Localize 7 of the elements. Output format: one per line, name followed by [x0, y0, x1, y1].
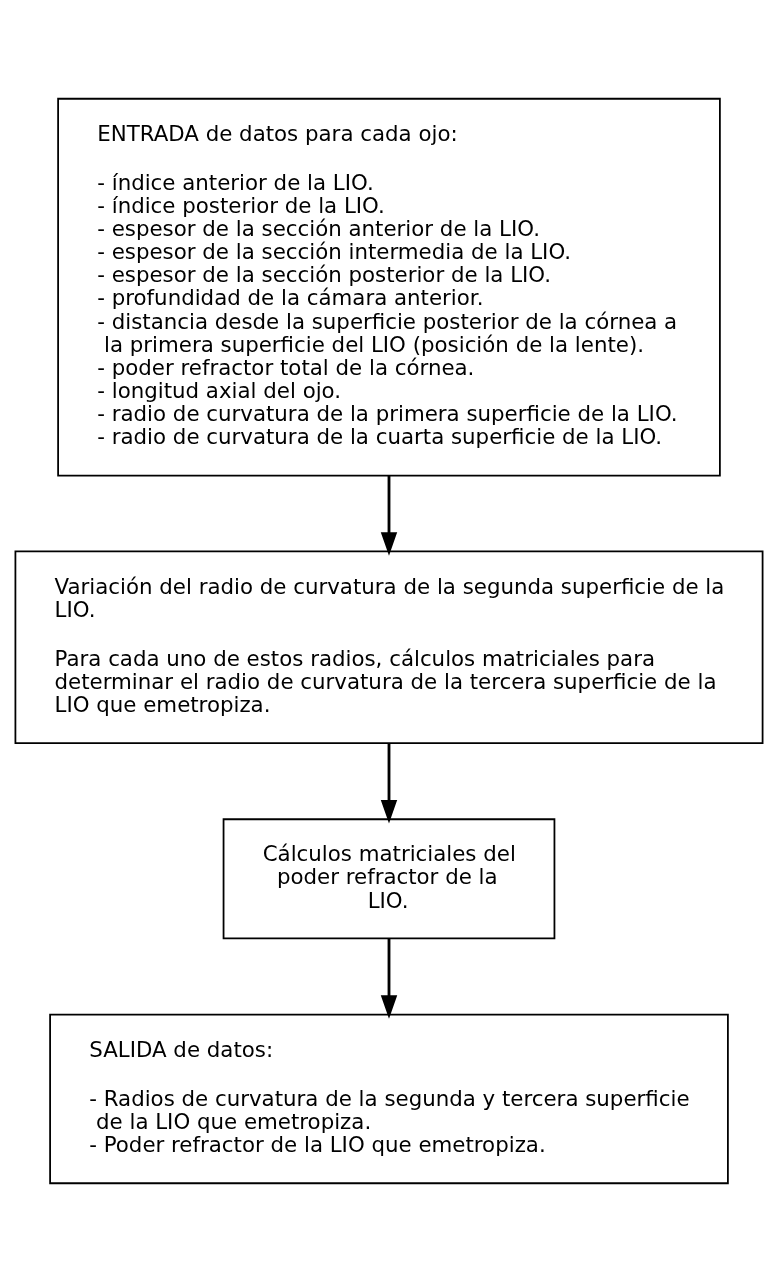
- arrow: [380, 938, 398, 1019]
- arrow: [380, 475, 398, 556]
- node-box: SALIDA de datos: - Radios de curvatura de la segunda y tercera superficie de la LIO que emetropiza. - Poder refractor de la LIO que emetropiza.: [49, 1013, 729, 1184]
- node-box: Cálculos matriciales del poder refractor de la LIO.: [222, 817, 556, 939]
- node-box: Variación del radio de curvatura de la segunda superficie de la LIO. Para cada uno de estos radios, cálculos matriciales para determinar el radio de curvatura de la tercera superficie de la LIO que emetropiza.: [14, 549, 764, 744]
- arrow: [380, 742, 398, 823]
- node-box: ENTRADA de datos para cada ojo: - índice anterior de la LIO. - índice posterior de la LIO. - espesor de la sección anterior de la LIO. - espesor de la sección intermedia de la LIO. - espesor de la sección posterior de la LIO. - profundidad de la cámara anterior. - distancia desde la superficie posterior de la córnea a la primera superficie del LIO (posición de la lente). - poder refractor total de la córnea. - longitud axial del ojo. - radio de curvatura de la primera superficie de la LIO. - radio de curvatura de la cuarta superficie de la LIO.: [57, 97, 721, 476]
